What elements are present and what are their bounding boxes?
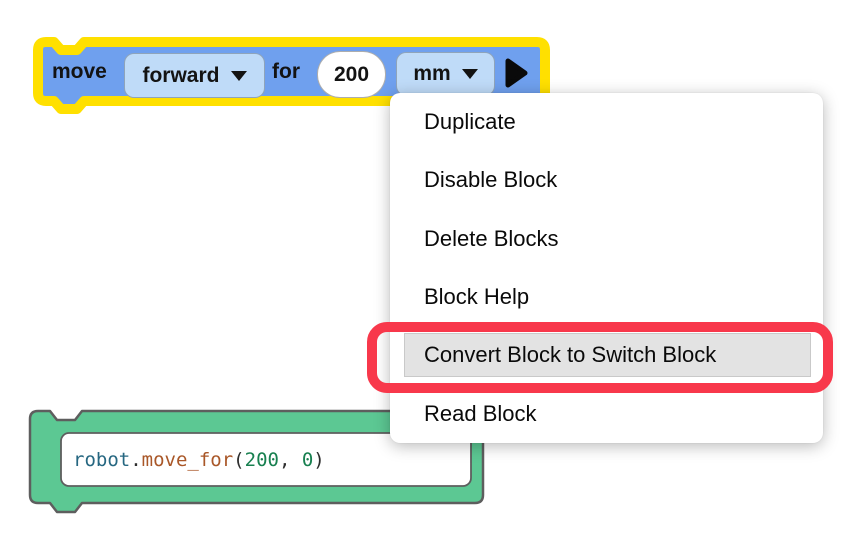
menu-item-label: Delete Blocks <box>424 225 559 251</box>
code-input-area[interactable] <box>60 432 472 487</box>
switch-block-shape[interactable] <box>28 409 490 521</box>
direction-dropdown-value: forward <box>142 63 220 87</box>
chevron-down-icon <box>461 69 478 79</box>
code-token: , <box>278 449 302 471</box>
for-label: for <box>272 59 300 83</box>
menu-item-label: Disable Block <box>424 167 558 193</box>
menu-item-disable-block[interactable]: Disable Block <box>390 151 823 209</box>
code-token: 0 <box>301 449 314 471</box>
menu-item-label: Block Help <box>424 284 530 310</box>
chevron-down-icon <box>230 70 247 81</box>
menu-item-label: Duplicate <box>424 109 516 135</box>
move-label: move <box>52 59 107 83</box>
menu-item-block-help[interactable]: Block Help <box>390 268 823 326</box>
play-icon[interactable] <box>504 58 528 88</box>
menu-item-convert-block-to-switch-block[interactable]: Convert Block to Switch Block <box>390 326 823 384</box>
menu-item-label: Convert Block to Switch Block <box>424 342 717 368</box>
unit-dropdown[interactable]: mm <box>396 52 495 96</box>
direction-dropdown[interactable]: forward <box>124 53 265 98</box>
code-token: . <box>130 449 142 471</box>
distance-value-field[interactable]: 200 <box>317 51 386 98</box>
distance-value: 200 <box>333 62 370 86</box>
code-token: 200 <box>244 449 279 471</box>
code-token: robot <box>73 449 131 471</box>
menu-item-delete-blocks[interactable]: Delete Blocks <box>390 210 823 268</box>
unit-dropdown-value: mm <box>413 62 451 85</box>
menu-item-duplicate[interactable]: Duplicate <box>390 93 823 151</box>
code-token: ( <box>233 449 245 471</box>
code-token: ) <box>313 449 325 471</box>
code-token: move_for <box>141 449 234 471</box>
code-line[interactable]: robot.move_for(200, 0) <box>73 449 325 471</box>
menu-item-read-block[interactable]: Read Block <box>390 385 823 443</box>
menu-item-label: Read Block <box>424 400 537 426</box>
